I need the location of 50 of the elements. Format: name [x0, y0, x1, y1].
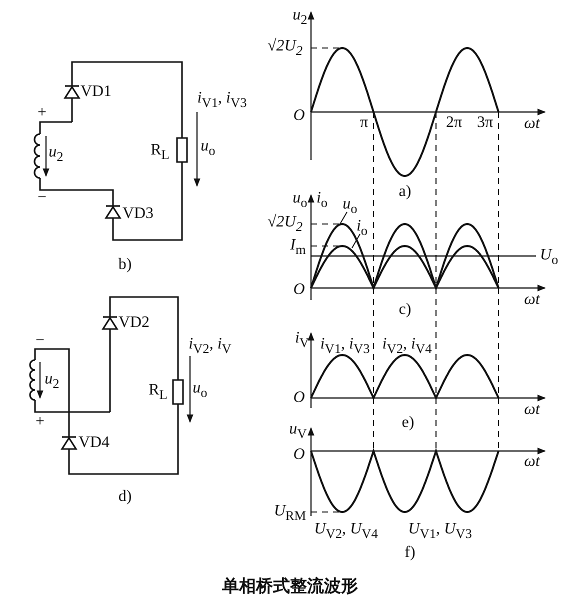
tick-label: O [293, 108, 305, 124]
tick-label: O [293, 447, 305, 463]
tick-label: 3π [476, 115, 494, 131]
axis-label: ωt [524, 402, 540, 418]
panel-label: f) [404, 545, 416, 561]
panel-label: d) [118, 489, 132, 505]
panel-label: b) [118, 257, 132, 273]
current-label: i$_{V2}$, i$_{V}$ [188, 336, 232, 356]
value-label: U$_{RM}$ [274, 504, 306, 522]
tick-label: O [293, 282, 305, 298]
component-label: VD2 [118, 315, 150, 331]
voltage-label: u$_{o}$ [192, 380, 208, 400]
curve-label: u$_{o}$ [342, 196, 358, 216]
curve-label: i$_{o}$ [356, 218, 368, 238]
polarity-sign: − [35, 333, 45, 349]
tick-label: 2π [446, 115, 462, 131]
axis-label: u$_{V}$ [289, 422, 307, 440]
value-label: √2U$_{2}$ [268, 214, 302, 234]
value-label: √2U$_{2}$ [268, 38, 302, 58]
panel-label: c) [398, 302, 412, 318]
tick-label: O [293, 390, 305, 406]
title: 单相桥式整流波形 [222, 576, 358, 598]
axis-label: i$_{o}$ [316, 190, 328, 210]
curve-label: U$_{V1}$, U$_{V3}$ [408, 522, 472, 540]
axis-label: i$_{V}$ [294, 330, 310, 350]
axis-label: ωt [524, 292, 540, 308]
curve-label: i$_{V2}$, i$_{V4}$ [382, 336, 432, 356]
panel-label: a) [398, 184, 412, 200]
polarity-sign: + [35, 414, 45, 430]
value-label: U$_{o}$ [540, 248, 558, 266]
axis-label: u$_{o}$ [292, 190, 308, 210]
voltage-label: u$_{2}$ [48, 144, 64, 164]
polarity-sign: + [37, 105, 47, 121]
voltage-label: u$_{2}$ [44, 372, 60, 390]
value-label: I$_{m}$ [290, 238, 306, 256]
voltage-label: u$_{o}$ [200, 138, 216, 158]
component-label: VD4 [78, 435, 110, 451]
polarity-sign: − [37, 190, 47, 206]
curve-label: i$_{V1}$, i$_{V3}$ [320, 336, 370, 356]
axis-label: ωt [524, 454, 540, 470]
axis-label: ωt [524, 116, 540, 132]
curve-label: U$_{V2}$, U$_{V4}$ [314, 522, 378, 540]
tick-label: π [360, 115, 368, 131]
panel-label: e) [402, 415, 414, 431]
component-label: R$_{L}$ [148, 382, 168, 402]
component-label: VD3 [122, 206, 154, 222]
axis-label: u$_{2}$ [292, 8, 308, 26]
component-label: VD1 [80, 84, 112, 100]
current-label: i$_{V1}$, i$_{V3}$ [197, 90, 247, 110]
component-label: R$_{L}$ [150, 142, 170, 162]
